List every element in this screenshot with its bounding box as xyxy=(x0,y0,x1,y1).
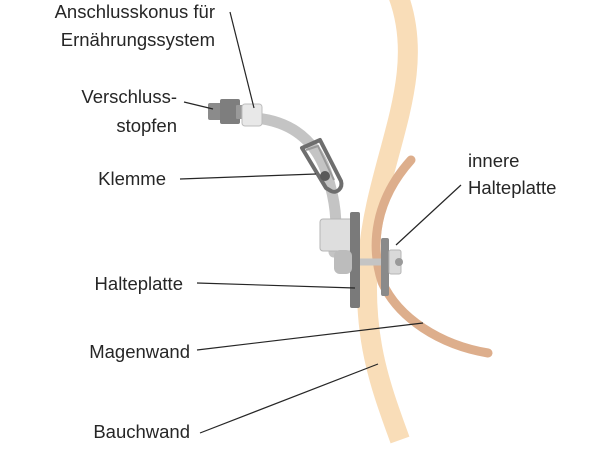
leader-halteplatte xyxy=(196,282,356,289)
leader-innere-halteplatte xyxy=(395,184,462,246)
leader-verschlussstopfen xyxy=(183,101,214,110)
label-verschluss-line2: stopfen xyxy=(116,115,177,136)
connector-cone xyxy=(241,103,263,127)
label-anschlusskonus-line1: Anschlusskonus für xyxy=(55,1,215,22)
leader-bauchwand xyxy=(199,363,379,434)
closure-plug xyxy=(208,99,246,124)
outer-retention-plate xyxy=(319,212,360,308)
label-innere-line2: Halteplatte xyxy=(468,177,556,198)
label-verschluss-line1: Verschluss- xyxy=(81,86,177,107)
inner-retention-plate xyxy=(381,238,403,296)
label-innere-line1: innere xyxy=(468,150,519,171)
label-magenwand: Magenwand xyxy=(89,341,190,362)
leader-anschlusskonus xyxy=(229,11,255,109)
leader-lines xyxy=(179,11,462,434)
label-klemme: Klemme xyxy=(98,168,166,189)
label-anschlusskonus-line2: Ernährungssystem xyxy=(61,29,215,50)
label-bauchwand: Bauchwand xyxy=(93,421,190,442)
abdominal-wall-band xyxy=(356,0,418,444)
tube-clamp xyxy=(300,138,344,194)
leader-magenwand xyxy=(196,322,424,351)
label-halteplatte: Halteplatte xyxy=(95,273,183,294)
leader-klemme xyxy=(179,173,317,180)
